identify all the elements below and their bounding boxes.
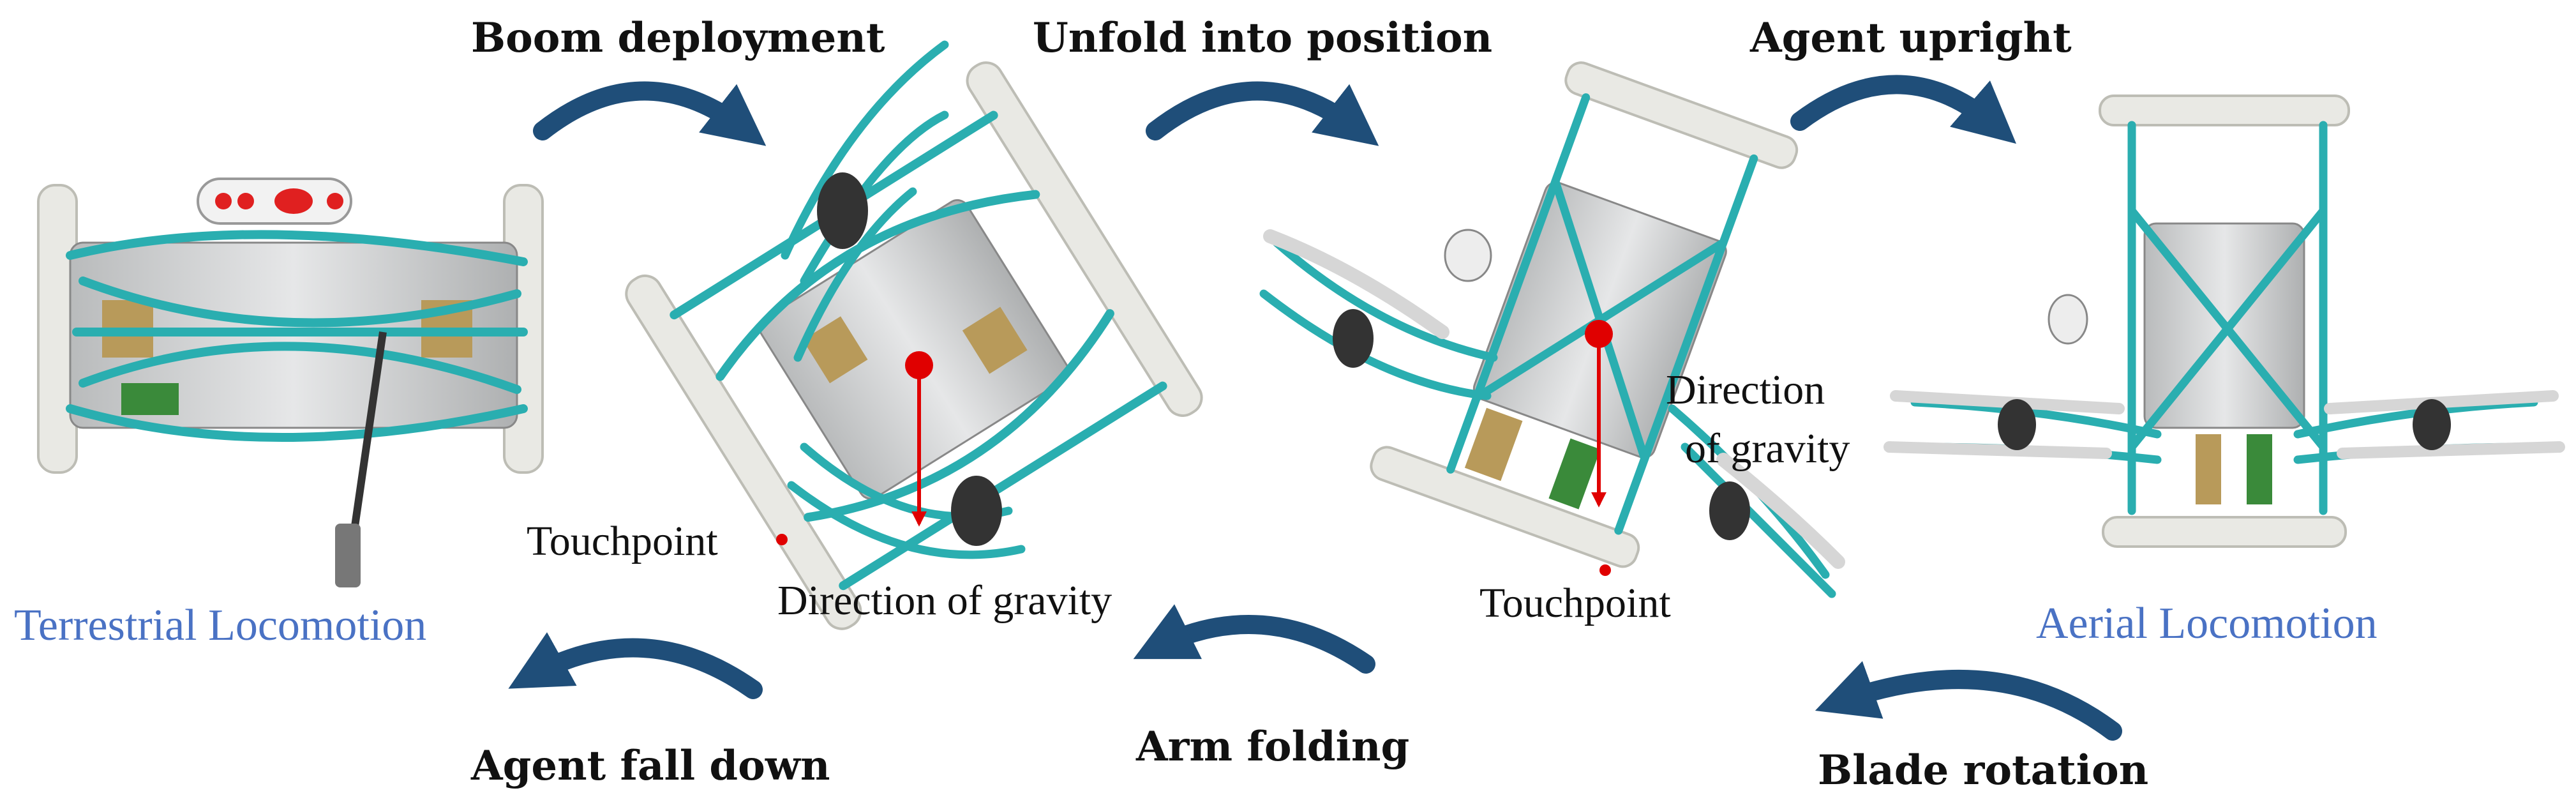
label-agent-upright: Agent upright xyxy=(1750,14,2072,62)
label-aerial-locomotion: Aerial Locomotion xyxy=(2036,599,2378,648)
arrow-unfold-into-position xyxy=(1146,81,1379,146)
label-blade-rotation: Blade rotation xyxy=(1818,746,2149,794)
label-direction-of-gravity-2-line2: of gravity xyxy=(1685,425,1850,472)
arrow-boom-deployment xyxy=(533,81,767,146)
arrow-blade-rotation xyxy=(1815,661,2122,741)
robot-unfold-into-position xyxy=(1259,61,1845,598)
label-touchpoint-2: Touchpoint xyxy=(1479,580,1671,626)
label-terrestrial-locomotion: Terrestrial Locomotion xyxy=(14,601,427,650)
label-direction-of-gravity-2-line1: Direction xyxy=(1666,367,1825,413)
touchpoint-dot-2 xyxy=(1599,564,1611,576)
label-direction-of-gravity-1: Direction of gravity xyxy=(777,577,1112,624)
label-touchpoint-1: Touchpoint xyxy=(527,518,718,564)
label-agent-fall-down: Agent fall down xyxy=(471,742,830,790)
touchpoint-dot-1 xyxy=(776,534,788,545)
cycle-arrows xyxy=(508,75,2122,741)
label-unfold-into-position: Unfold into position xyxy=(1033,14,1493,62)
arrow-agent-upright xyxy=(1790,75,2017,144)
label-arm-folding: Arm folding xyxy=(1136,723,1410,771)
arrow-agent-fall-down xyxy=(508,632,763,699)
robot-boom-deployment xyxy=(625,40,1203,630)
robot-terrestrial xyxy=(37,178,544,587)
label-boom-deployment: Boom deployment xyxy=(471,14,885,62)
robot-aerial xyxy=(1883,95,2565,548)
arrow-arm-folding xyxy=(1133,604,1375,674)
